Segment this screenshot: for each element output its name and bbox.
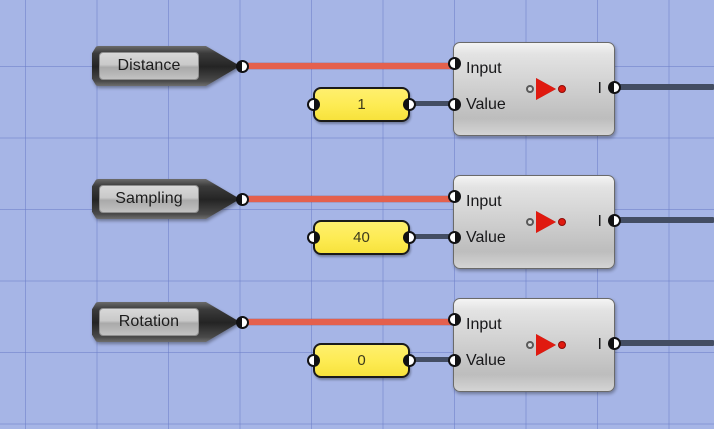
component-expression-3[interactable]: Input Value I: [453, 298, 615, 392]
port-panel-output-2[interactable]: [403, 231, 416, 244]
red-triangle-expression-icon: [526, 211, 574, 233]
wire-sampling-to-input: [242, 196, 456, 202]
wire-rotation-to-input: [242, 319, 456, 325]
port-sampling-output[interactable]: [236, 193, 249, 206]
icon-dot-right: [558, 85, 566, 93]
wire-distance-to-input: [242, 63, 456, 69]
number-panel-value: 1: [357, 96, 366, 113]
param-tag-rotation[interactable]: Rotation: [92, 302, 240, 342]
port-distance-output[interactable]: [236, 60, 249, 73]
component-input-label-input: Input: [466, 193, 502, 210]
param-tag-sampling[interactable]: Sampling: [92, 179, 240, 219]
tag-inner-plate: Rotation: [99, 308, 199, 336]
icon-dot-left: [526, 85, 534, 93]
icon-dot-left: [526, 218, 534, 226]
param-tag-label: Rotation: [118, 313, 180, 330]
port-component-input-2[interactable]: [448, 190, 461, 203]
port-panel-output-1[interactable]: [403, 98, 416, 111]
tag-inner-plate: Sampling: [99, 185, 199, 213]
component-input-label-value: Value: [466, 229, 506, 246]
icon-dot-right: [558, 341, 566, 349]
port-component-value-3[interactable]: [448, 354, 461, 367]
port-component-output-1[interactable]: [608, 81, 621, 94]
port-component-value-2[interactable]: [448, 231, 461, 244]
port-component-input-1[interactable]: [448, 57, 461, 70]
component-expression-2[interactable]: Input Value I: [453, 175, 615, 269]
port-rotation-output[interactable]: [236, 316, 249, 329]
wire-output-1: [616, 84, 714, 90]
port-panel-input-2[interactable]: [307, 231, 320, 244]
number-panel-sampling[interactable]: 40: [313, 220, 410, 255]
wire-output-2: [616, 217, 714, 223]
component-output-label: I: [597, 80, 602, 97]
param-tag-label: Sampling: [115, 190, 183, 207]
icon-dot-right: [558, 218, 566, 226]
icon-dot-left: [526, 341, 534, 349]
icon-triangle: [536, 78, 556, 100]
param-tag-distance[interactable]: Distance: [92, 46, 240, 86]
port-component-value-1[interactable]: [448, 98, 461, 111]
component-output-label: I: [597, 336, 602, 353]
wire-output-3: [616, 340, 714, 346]
component-input-label-value: Value: [466, 96, 506, 113]
port-panel-output-3[interactable]: [403, 354, 416, 367]
number-panel-distance[interactable]: 1: [313, 87, 410, 122]
tag-inner-plate: Distance: [99, 52, 199, 80]
component-output-label: I: [597, 213, 602, 230]
number-panel-rotation[interactable]: 0: [313, 343, 410, 378]
port-panel-input-1[interactable]: [307, 98, 320, 111]
icon-triangle: [536, 211, 556, 233]
port-component-output-3[interactable]: [608, 337, 621, 350]
number-panel-value: 0: [357, 352, 366, 369]
component-input-label-input: Input: [466, 60, 502, 77]
red-triangle-expression-icon: [526, 78, 574, 100]
number-panel-value: 40: [353, 229, 370, 246]
component-input-label-input: Input: [466, 316, 502, 333]
component-input-label-value: Value: [466, 352, 506, 369]
port-panel-input-3[interactable]: [307, 354, 320, 367]
icon-triangle: [536, 334, 556, 356]
component-expression-1[interactable]: Input Value I: [453, 42, 615, 136]
port-component-input-3[interactable]: [448, 313, 461, 326]
port-component-output-2[interactable]: [608, 214, 621, 227]
param-tag-label: Distance: [117, 57, 181, 74]
red-triangle-expression-icon: [526, 334, 574, 356]
